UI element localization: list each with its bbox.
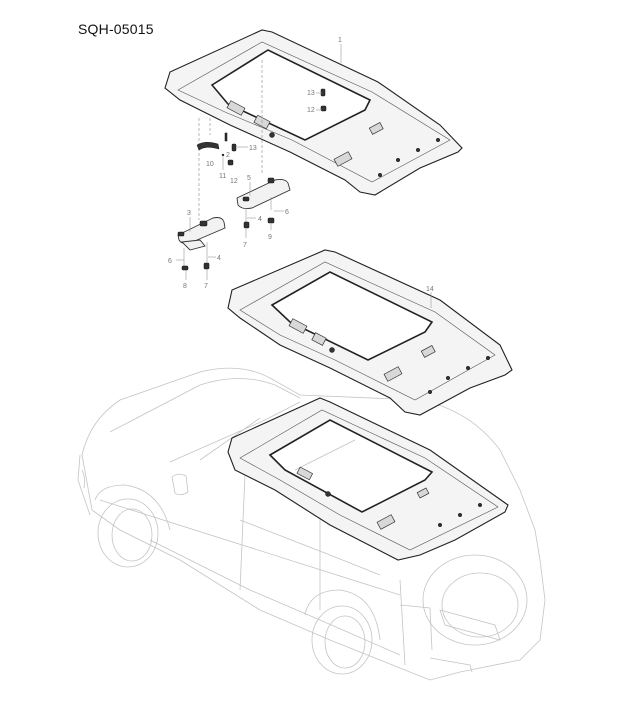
callout-9: 9	[268, 234, 272, 241]
callout-7: 7	[243, 242, 247, 249]
callouts: 1 13 12 2 13 10 11 12 5 4 6 7 9 3	[168, 37, 434, 308]
callout-4: 4	[217, 255, 221, 262]
callout-13: 13	[307, 90, 315, 97]
headliner-installed	[227, 397, 509, 561]
callout-12: 12	[307, 107, 315, 114]
diagram-code: SQH-05015	[78, 21, 154, 37]
grab-handle	[196, 132, 237, 166]
callout-8: 8	[183, 283, 187, 290]
callout-2: 2	[226, 152, 230, 159]
callout-10: 10	[206, 161, 214, 168]
callout-13: 13	[249, 145, 257, 152]
callout-7: 7	[204, 283, 208, 290]
callout-3: 3	[187, 210, 191, 217]
callout-4: 4	[258, 216, 262, 223]
callout-11: 11	[219, 173, 226, 180]
callout-5: 5	[247, 175, 251, 182]
callout-14: 14	[426, 286, 434, 293]
callout-12: 12	[230, 178, 238, 185]
callout-6: 6	[168, 258, 172, 265]
callout-6: 6	[285, 209, 289, 216]
sun-visor-right	[236, 177, 291, 229]
sun-visor-left	[177, 217, 226, 271]
headliner-exploded-1	[164, 29, 463, 196]
headliner-assembly-14	[227, 249, 513, 416]
callout-1: 1	[338, 37, 342, 44]
